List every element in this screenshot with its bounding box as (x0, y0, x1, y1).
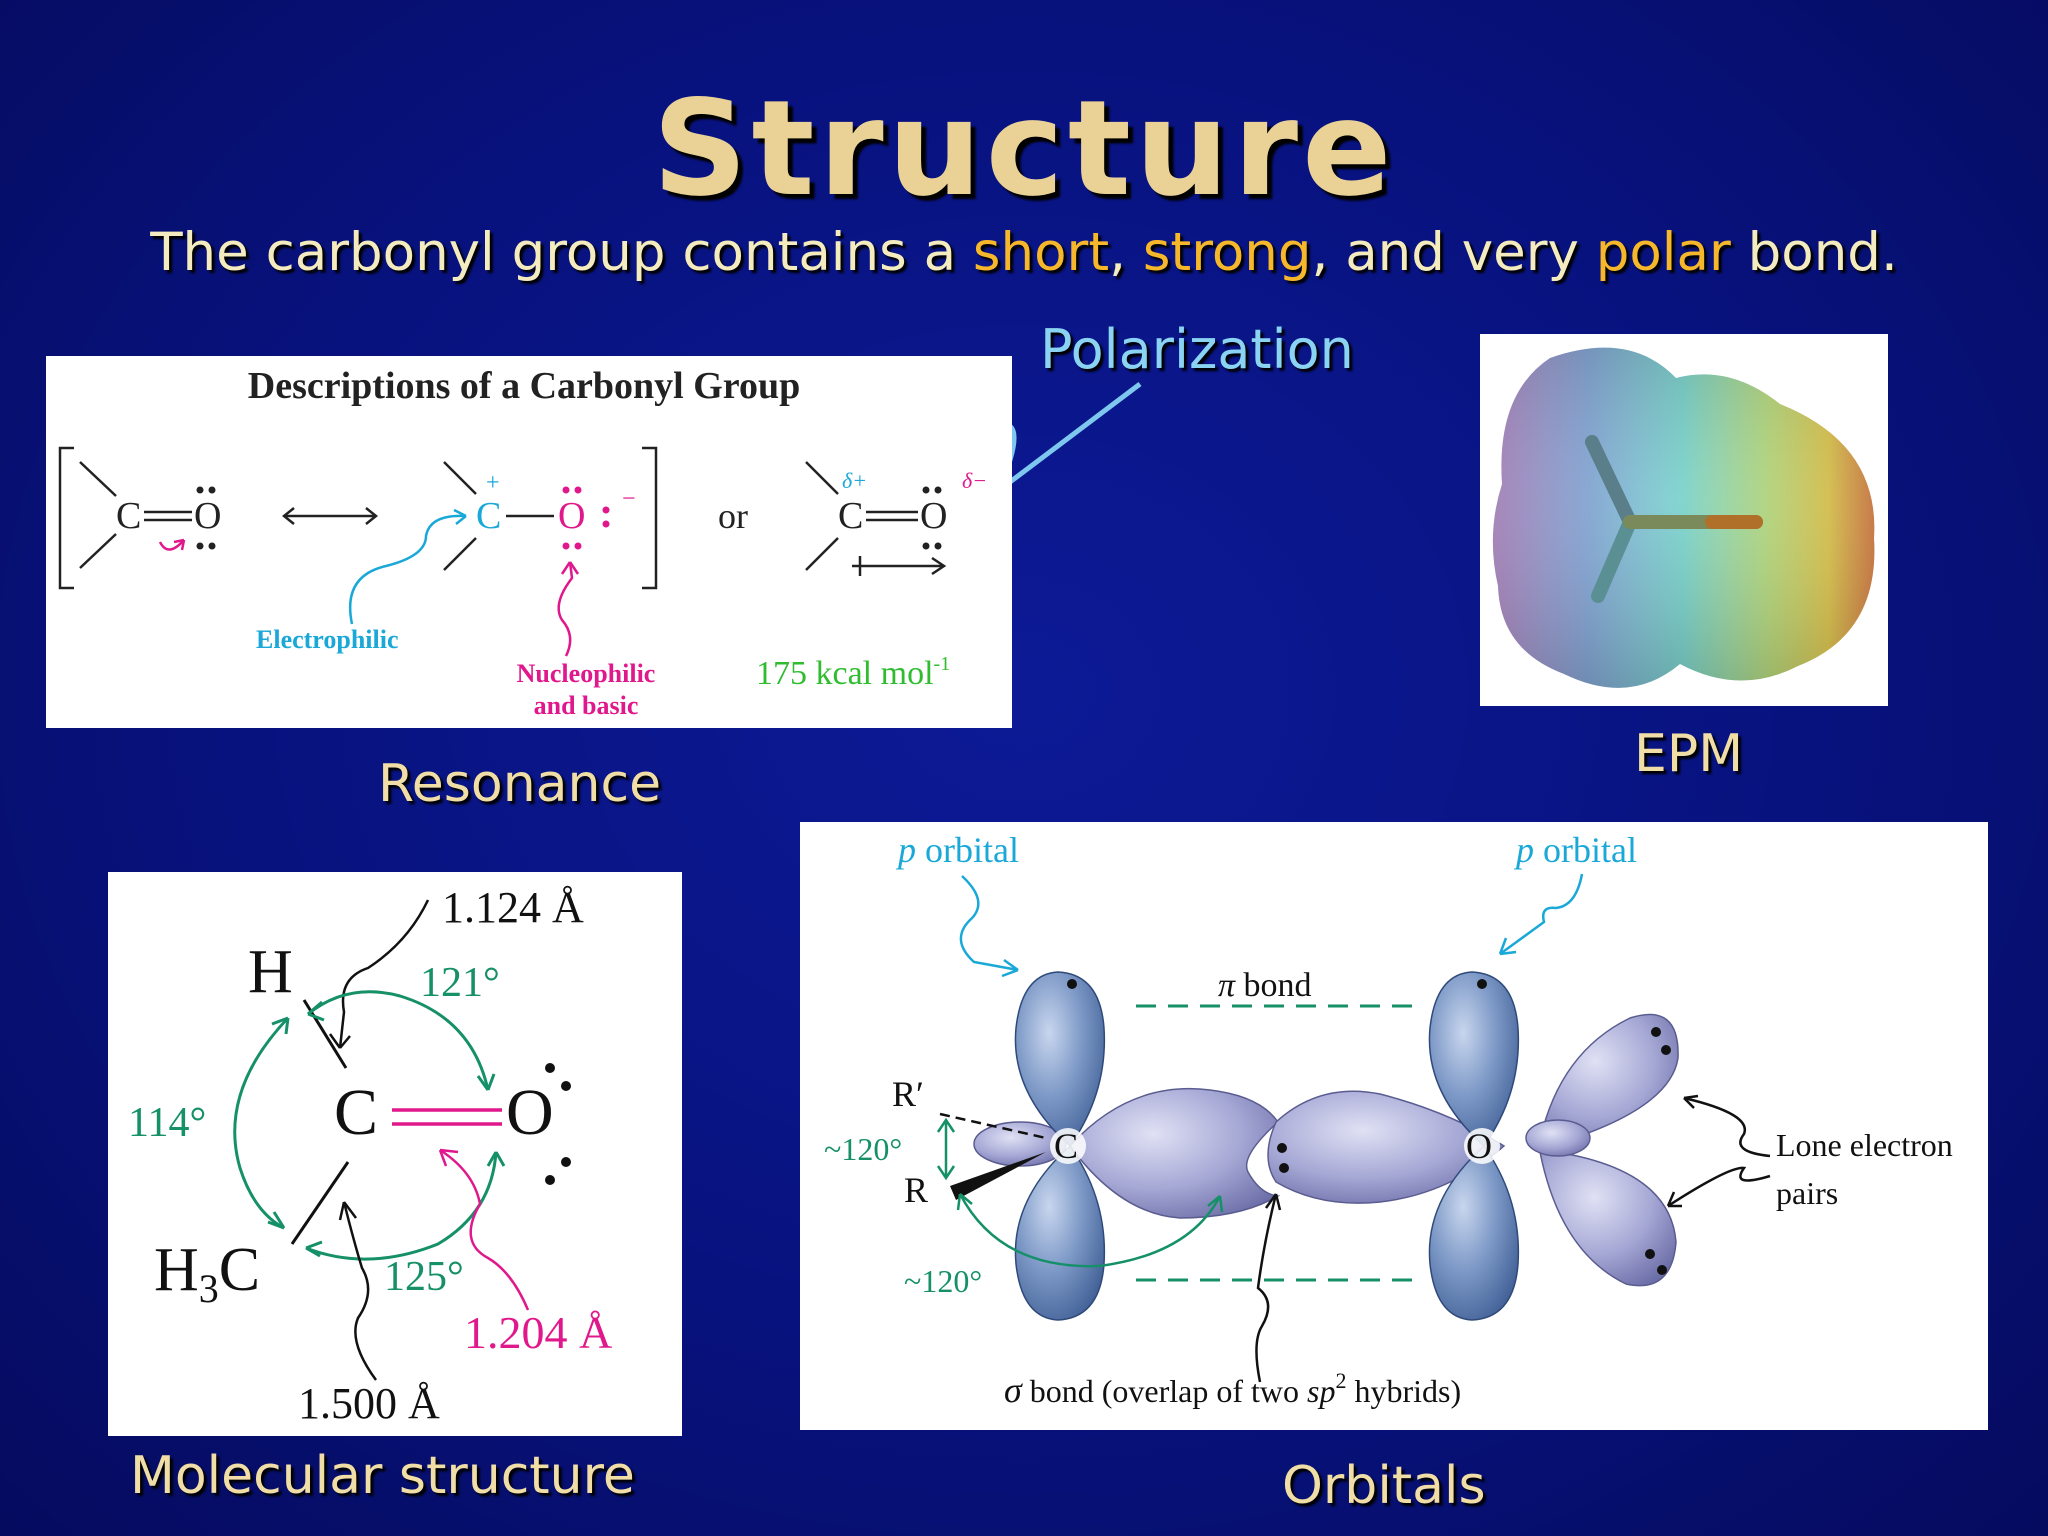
res2-atom-c: C (476, 495, 501, 537)
res3-atom-c: C (838, 495, 863, 537)
mol-atom-h: H (248, 938, 293, 1006)
orb-pi-rest: bond (1235, 967, 1312, 1004)
slide-subtitle: The carbonyl group contains a short, str… (0, 222, 2048, 283)
orb-sigma-symbol: σ (1004, 1370, 1023, 1410)
subtitle-word-strong: strong (1142, 222, 1312, 283)
slide-title: Structure (652, 72, 1396, 226)
label-or: or (718, 496, 748, 536)
subtitle-word-short: short (972, 222, 1110, 283)
orb-r-prime: R′ (892, 1074, 924, 1114)
mol-angle-125: 125° (384, 1254, 464, 1300)
res3-delta-plus: δ+ (842, 468, 867, 493)
orb-p-right: p orbital (1513, 830, 1637, 870)
resonance-panel: Descriptions of a Carbonyl Group C O C +… (46, 356, 1012, 728)
label-energy-value: 175 kcal mol (756, 655, 934, 692)
mol-len-cc: 1.500 Å (298, 1379, 440, 1428)
molecular-panel: H C O H3C 1.124 Å 121° 114° 125° 1.204 (108, 872, 682, 1436)
mol-atom-c: C (334, 1076, 378, 1149)
mol-len-ch: 1.124 Å (442, 883, 584, 932)
res3-atom-o: O (920, 495, 947, 537)
molecular-figure: H C O H3C 1.124 Å 121° 114° 125° 1.204 (128, 883, 612, 1428)
polarization-callout: Polarization (1040, 318, 1354, 381)
orb-sigma-sup: 2 (1335, 1368, 1346, 1393)
res2-minus: − (622, 486, 636, 512)
label-nucleophilic-1: Nucleophilic (517, 659, 656, 688)
subtitle-text-2: , and very (1311, 222, 1596, 283)
epm-image (1492, 347, 1875, 688)
res3-delta-minus: δ− (962, 468, 987, 493)
mol-h3c-h: H (154, 1236, 199, 1304)
mol-atom-h3c: H3C (154, 1236, 260, 1311)
orb-p-left-p: p (895, 830, 916, 870)
mol-len-co: 1.204 Å (464, 1307, 612, 1358)
orb-angle-top: ~120° (824, 1131, 902, 1167)
mol-h3c-sub: 3 (199, 1266, 219, 1311)
orb-p-left: p orbital (895, 830, 1019, 870)
caption-molecular: Molecular structure (130, 1446, 635, 1506)
resonance-figure: Descriptions of a Carbonyl Group C O C +… (58, 365, 987, 720)
orb-p-right-p: p (1513, 830, 1534, 870)
orb-sigma-end: hybrids) (1346, 1373, 1461, 1409)
orb-sigma-label: σ bond (overlap of two sp2 hybrids) (1004, 1368, 1461, 1410)
resonance-heading: Descriptions of a Carbonyl Group (248, 365, 800, 407)
label-energy-sup: -1 (934, 653, 951, 675)
orb-pi-symbol: π (1218, 967, 1236, 1004)
epm-panel (1480, 334, 1888, 706)
orb-r: R (904, 1170, 928, 1210)
res1-atom-o: O (194, 495, 221, 537)
orb-lone-pairs-1: Lone electron (1776, 1127, 1953, 1163)
caption-orbitals: Orbitals (1282, 1456, 1486, 1516)
res1-atom-c: C (116, 495, 141, 537)
orb-p-left-rest: orbital (916, 830, 1019, 870)
orb-atom-o: O (1466, 1126, 1492, 1166)
subtitle-word-polar: polar (1595, 222, 1731, 283)
orb-pi-bond: π bond (1218, 967, 1312, 1004)
label-nucleophilic-2: and basic (534, 691, 639, 720)
mol-h3c-c: C (219, 1236, 260, 1304)
orb-sigma-sp: sp (1307, 1373, 1335, 1409)
mol-atom-o: O (506, 1076, 554, 1149)
mol-angle-121: 121° (420, 960, 500, 1006)
orbitals-figure: p orbital p orbital π bond C O R′ (824, 830, 1953, 1410)
res2-atom-o: O (558, 495, 585, 537)
subtitle-sep-1: , (1109, 222, 1143, 283)
orb-p-right-rest: orbital (1534, 830, 1637, 870)
subtitle-text-1: The carbonyl group contains a (150, 222, 973, 283)
orb-sigma-text: bond (overlap of two (1022, 1373, 1307, 1409)
label-energy: 175 kcal mol-1 (756, 653, 950, 692)
orb-angle-bottom: ~120° (904, 1263, 982, 1299)
res2-plus: + (486, 470, 500, 496)
orbitals-panel: p orbital p orbital π bond C O R′ (800, 822, 1988, 1430)
orb-atom-c: C (1054, 1126, 1078, 1166)
subtitle-text-3: bond. (1730, 222, 1898, 283)
caption-resonance: Resonance (378, 754, 662, 814)
orb-lone-pairs-2: pairs (1776, 1175, 1838, 1211)
label-electrophilic: Electrophilic (256, 625, 399, 654)
mol-angle-114: 114° (128, 1100, 206, 1146)
caption-epm: EPM (1634, 724, 1744, 784)
